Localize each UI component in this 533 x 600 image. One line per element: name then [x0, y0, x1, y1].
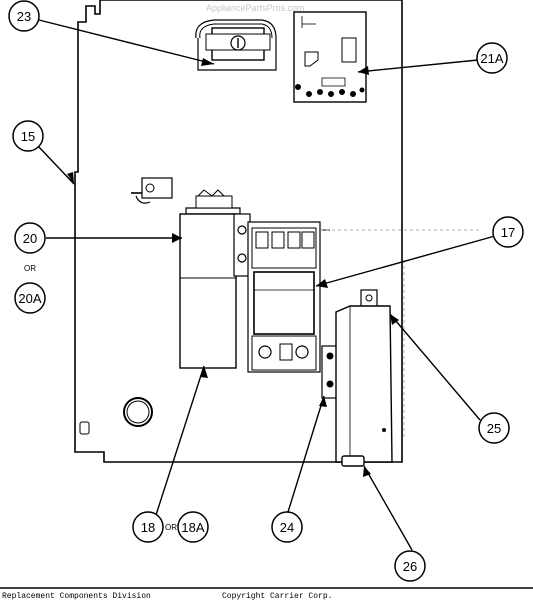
callout-18-label: 18 [141, 520, 155, 535]
callout-circles [8, 0, 524, 582]
callout-26-label: 26 [403, 559, 417, 574]
mounting-slot [79, 421, 90, 435]
callout-20-or-label: OR [24, 264, 36, 273]
callout-20a-circle [14, 282, 46, 314]
callout-25-circle [478, 412, 510, 444]
dashed-traces [320, 229, 482, 440]
callout-17-label: 17 [501, 225, 515, 240]
callout-21a-label: 21A [480, 51, 503, 66]
callout-17-circle [492, 216, 524, 248]
callout-23-circle [8, 0, 40, 32]
callout-18a-circle [177, 511, 209, 543]
callout-23-label: 23 [17, 9, 31, 24]
callout-24-circle [271, 511, 303, 543]
part-25-cover [335, 289, 393, 463]
footer: Replacement Components Division Copyrigh… [0, 587, 533, 600]
ground-lug [131, 177, 173, 204]
footer-right-text: Copyright Carrier Corp. [222, 592, 332, 600]
callout-18-circle [132, 511, 164, 543]
callout-20a-label: 20A [18, 291, 41, 306]
footer-left-text: Replacement Components Division [2, 592, 151, 600]
callout-24-label: 24 [280, 520, 294, 535]
part-17-contactor [247, 221, 330, 373]
callout-15-circle [12, 120, 44, 152]
callout-18-or-label: OR [165, 523, 177, 532]
callout-15-label: 15 [21, 129, 35, 144]
control-panel [74, 0, 403, 463]
callout-20-circle [14, 222, 46, 254]
callout-26-circle [394, 550, 426, 582]
part-20-18-capacitor [179, 213, 251, 369]
part-26-clip [341, 455, 365, 467]
callout-labels: 23 21A 15 20 OR 20A 17 25 18 OR 18A 24 2… [17, 9, 515, 574]
callout-21a-circle [476, 42, 508, 74]
part-21a-circuit-board [293, 11, 367, 103]
callout-20-label: 20 [23, 231, 37, 246]
wiring-grommet [123, 397, 153, 427]
leader-lines [37, 19, 496, 551]
capacitor-clamp [185, 189, 241, 215]
watermark-text: AppliancePartsPros.com [206, 3, 305, 13]
leader-arrowheads [67, 58, 399, 477]
callout-18a-label: 18A [181, 520, 204, 535]
part-23-component [195, 19, 277, 71]
part-24-terminal [321, 345, 339, 399]
callout-25-label: 25 [487, 421, 501, 436]
